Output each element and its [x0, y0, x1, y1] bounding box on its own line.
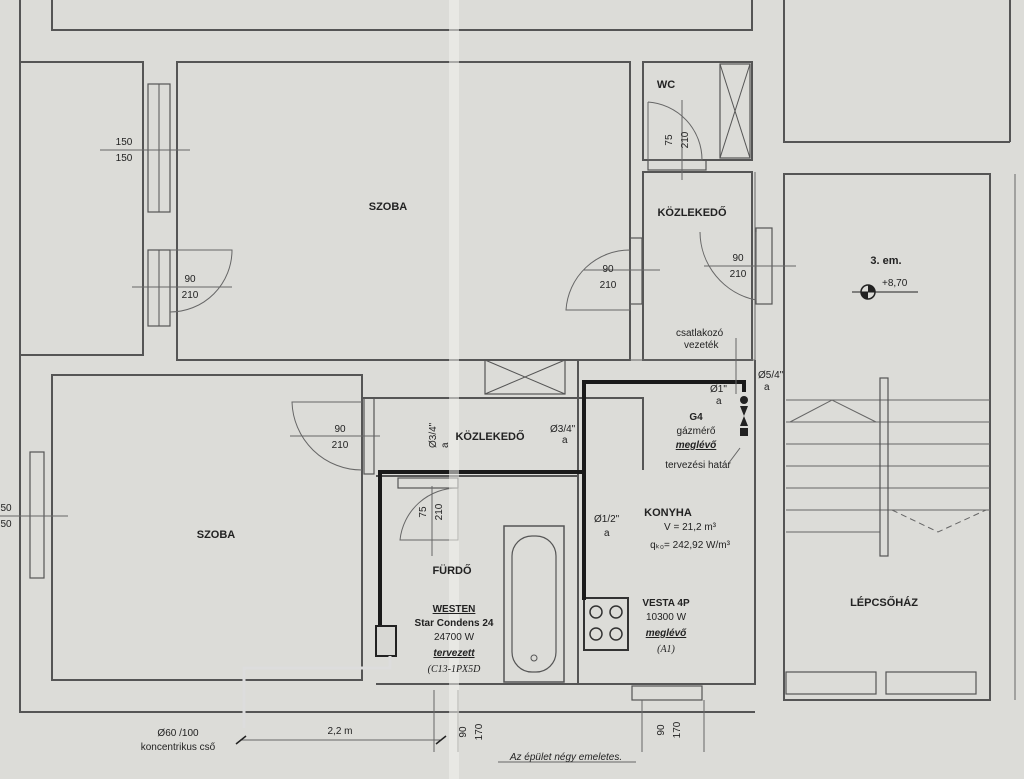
connection-label-1: csatlakozó — [676, 328, 724, 339]
kitchen-load: qₖ₀= 242,92 W/m³ — [650, 540, 730, 551]
dim-wc-door-w: 75 — [664, 134, 675, 146]
room-label-furdo: FÜRDŐ — [432, 564, 472, 577]
dim-bottom-b-w: 90 — [656, 724, 667, 736]
stove-name: VESTA 4P — [642, 598, 690, 609]
dim-door-szoba-w: 90 — [184, 274, 196, 285]
dim-furdo-door-h: 210 — [434, 503, 445, 520]
pipe-size-54-sub: a — [764, 382, 770, 393]
meter-name: G4 — [689, 412, 703, 423]
dim-window-top-w: 150 — [116, 137, 133, 148]
dim-window-top-h: 150 — [116, 153, 133, 164]
flue-size: Ø60 /100 — [157, 728, 199, 739]
dim-bottom-a-w: 90 — [458, 726, 469, 738]
doors — [169, 101, 757, 541]
walls — [19, 0, 1016, 713]
dim-door-mid-w: 90 — [602, 264, 614, 275]
dim-distance: 2,2 m — [327, 726, 352, 737]
stove-power: 10300 W — [646, 612, 687, 623]
stove-code: (A1) — [657, 644, 675, 655]
design-boundary: tervezési határ — [665, 460, 731, 471]
dim-door-koz-w: 90 — [732, 253, 744, 264]
dim-door-koz-h: 210 — [730, 269, 747, 280]
meter-line2: meglévő — [676, 440, 717, 451]
dim-door-szoba-h: 210 — [182, 290, 199, 301]
boiler-power: 24700 W — [434, 632, 475, 643]
level-marker — [852, 284, 918, 300]
dim-furdo-door-w: 75 — [418, 506, 429, 518]
pipe-size-1: Ø1" — [710, 384, 727, 395]
flue-type: koncentrikus cső — [141, 742, 216, 753]
dim-door-left-w: 90 — [334, 424, 346, 435]
dim-door-mid-h: 210 — [600, 280, 617, 291]
dim-window-bottom-h: 50 — [0, 519, 12, 530]
floor-level: +8,70 — [882, 278, 908, 289]
stove-symbol — [583, 597, 629, 651]
pipe-size-54: Ø5/4" — [758, 370, 784, 381]
pipe-size-34-a: Ø3/4" — [550, 424, 576, 435]
bathtub — [503, 525, 565, 683]
boiler-status: tervezett — [433, 648, 475, 659]
floor-label: 3. em. — [870, 255, 901, 267]
stove-status: meglévő — [646, 628, 687, 639]
dim-window-bottom-w: 50 — [0, 503, 12, 514]
boiler-brand: WESTEN — [433, 604, 476, 615]
connection-label-2: vezeték — [684, 340, 719, 351]
dim-bottom-b-h: 170 — [672, 721, 683, 738]
dim-door-left-h: 210 — [332, 440, 349, 451]
room-label-szoba-top: SZOBA — [369, 201, 408, 213]
building-note: Az épület négy emeletes. — [509, 752, 622, 763]
gas-pipes — [242, 338, 748, 728]
pipe-size-12: Ø1/2" — [594, 514, 620, 525]
meter-line1: gázmérő — [677, 426, 716, 437]
pipe-size-34-b: Ø3/4" — [428, 422, 439, 448]
boiler-code: (C13-1PX5D — [428, 664, 482, 675]
dim-wc-door-h: 210 — [680, 131, 691, 148]
staircase — [786, 377, 990, 557]
room-label-kozlekedo-mid: KÖZLEKEDŐ — [455, 430, 525, 443]
pipe-size-1-sub: a — [716, 396, 722, 407]
pipe-size-34-a-sub: a — [562, 435, 568, 446]
boiler-model: Star Condens 24 — [415, 618, 494, 629]
pipe-size-12-sub: a — [604, 528, 610, 539]
dim-bottom-a-h: 170 — [474, 723, 485, 740]
room-label-szoba-bottom: SZOBA — [197, 529, 236, 541]
kitchen-volume: V = 21,2 m³ — [664, 522, 717, 533]
room-label-konyha: KONYHA — [644, 507, 692, 519]
room-label-wc: WC — [657, 79, 675, 91]
room-label-kozlekedo-right: KÖZLEKEDŐ — [657, 206, 727, 219]
room-label-lepcsohaz: LÉPCSŐHÁZ — [850, 596, 918, 609]
pipe-size-34-b-sub: a — [440, 442, 451, 448]
